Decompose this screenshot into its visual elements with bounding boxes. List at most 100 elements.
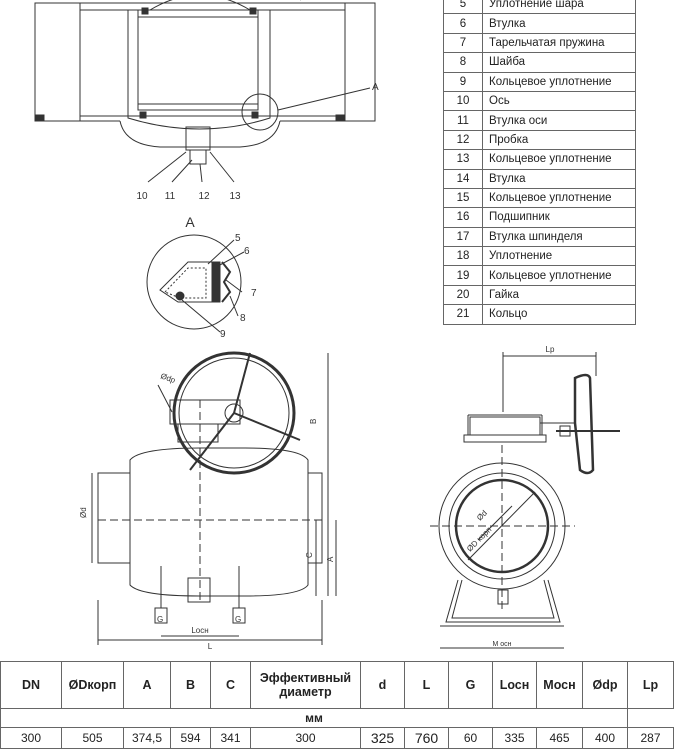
part-number: 19 <box>443 265 483 286</box>
part-number: 20 <box>443 284 483 306</box>
section-callout-11: 11 <box>165 191 176 202</box>
part-name: Кольцевое уплотнение <box>482 149 636 170</box>
front-dim-g-left: G <box>157 615 163 624</box>
spec-header-cell: Ødp <box>582 661 628 709</box>
spec-header-cell: Эффективный диаметр <box>250 661 361 709</box>
side-dim-lp: Lp <box>546 345 555 354</box>
front-dim-a: A <box>326 556 335 562</box>
front-dim-b: B <box>309 419 318 424</box>
section-callout-13: 13 <box>229 191 241 202</box>
spec-header-cell: G <box>448 661 493 709</box>
part-name: Втулка <box>482 13 636 34</box>
spec-header-cell: d <box>360 661 405 709</box>
spec-data-cell: 325 <box>360 727 405 749</box>
spec-data-cell: 465 <box>536 727 583 749</box>
spec-data-cell: 400 <box>582 727 628 749</box>
spec-header-cell: C <box>210 661 251 709</box>
spec-units-cell: мм <box>0 708 628 728</box>
part-number: 11 <box>443 110 483 131</box>
part-name: Уплотнение шара <box>482 0 636 15</box>
part-number: 21 <box>443 304 483 325</box>
detail-callout-5: 5 <box>235 233 241 244</box>
part-number: 17 <box>443 226 483 248</box>
front-view: Ødp B Ød C A G G Lосн L <box>79 351 337 651</box>
part-number: 16 <box>443 207 483 228</box>
part-number: 15 <box>443 187 483 209</box>
spec-header-cell: Lосн <box>492 661 537 709</box>
front-dim-losn: Lосн <box>191 626 208 635</box>
section-callout-12: 12 <box>198 191 210 202</box>
detail-a-title: A <box>185 214 195 230</box>
spec-data-cell: 60 <box>448 727 493 749</box>
front-dim-dp: Ødp <box>159 371 177 385</box>
detail-marker-label: A <box>372 82 379 93</box>
part-number: 5 <box>443 0 483 15</box>
side-view: Lp Ød ØD корп M осн <box>430 345 620 649</box>
part-number: 10 <box>443 90 483 112</box>
spec-header-cell: Lp <box>627 661 674 709</box>
part-name: Подшипник <box>482 207 636 228</box>
side-dim-d: Ød <box>475 509 489 523</box>
detail-callout-7: 7 <box>251 288 257 299</box>
spec-header-cell: A <box>123 661 171 709</box>
part-number: 7 <box>443 32 483 54</box>
spec-header-cell: L <box>404 661 449 709</box>
part-name: Втулка шпинделя <box>482 226 636 248</box>
spec-header-cell: B <box>170 661 211 709</box>
spec-data-cell: 505 <box>61 727 124 749</box>
part-number: 14 <box>443 168 483 189</box>
spec-header-cell: ØDкорп <box>61 661 124 709</box>
part-name: Пробка <box>482 129 636 151</box>
section-view: 10 11 12 13 A <box>34 0 379 202</box>
part-name: Втулка <box>482 168 636 189</box>
detail-callout-9: 9 <box>220 329 226 340</box>
spec-data-cell: 287 <box>627 727 674 749</box>
spec-header-cell: Mосн <box>536 661 583 709</box>
part-number: 9 <box>443 71 483 92</box>
part-name: Уплотнение <box>482 246 636 267</box>
spec-data-cell: 594 <box>170 727 211 749</box>
spec-data-cell: 760 <box>404 727 449 749</box>
part-name: Шайба <box>482 52 636 73</box>
part-number: 12 <box>443 129 483 151</box>
front-dim-l: L <box>208 642 213 651</box>
spec-data-cell: 300 <box>0 727 62 749</box>
part-number: 6 <box>443 13 483 34</box>
spec-data-cell: 374,5 <box>123 727 171 749</box>
front-dim-g-right: G <box>235 615 241 624</box>
spec-data-cell: 341 <box>210 727 251 749</box>
spec-data-cell: 300 <box>250 727 361 749</box>
part-name: Тарельчатая пружина <box>482 32 636 54</box>
section-callout-10: 10 <box>136 191 148 202</box>
front-dim-d: Ød <box>79 507 88 518</box>
detail-callout-6: 6 <box>244 246 250 257</box>
part-name: Кольцо <box>482 304 636 325</box>
front-dim-c: C <box>305 552 314 558</box>
part-number: 8 <box>443 52 483 73</box>
part-name: Кольцевое уплотнение <box>482 265 636 286</box>
detail-callout-8: 8 <box>240 313 246 324</box>
part-name: Кольцевое уплотнение <box>482 71 636 92</box>
